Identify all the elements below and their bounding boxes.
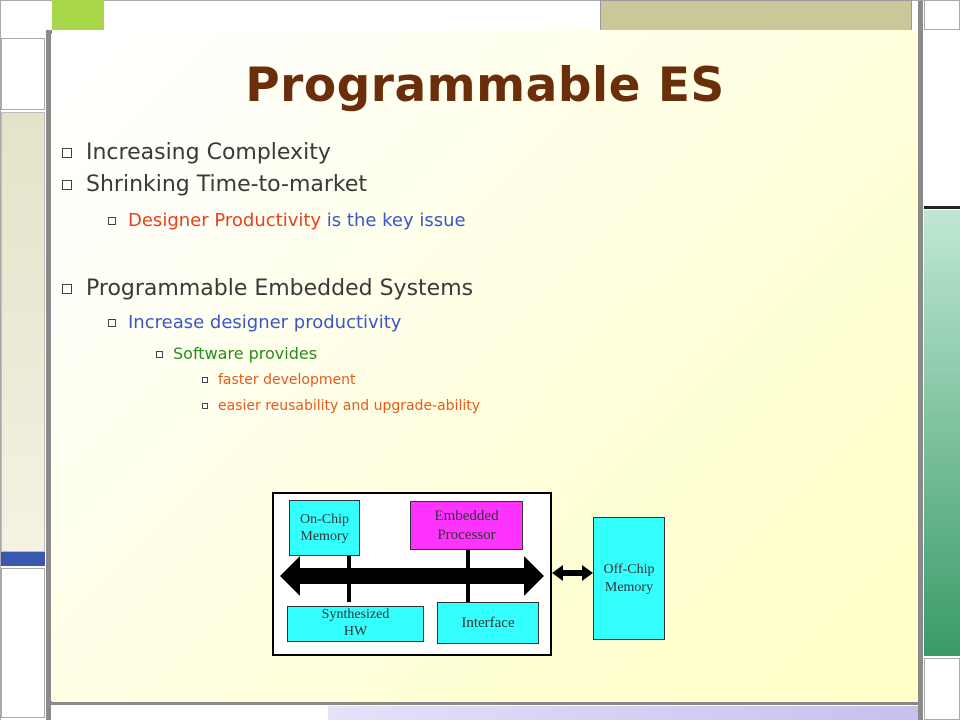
frame-left-vertical-line bbox=[46, 30, 51, 720]
bullet-square-icon bbox=[62, 284, 72, 294]
bullet-square-icon bbox=[202, 403, 208, 409]
frame-left-white-box bbox=[1, 38, 45, 110]
frame-bottom-lavender-panel bbox=[328, 706, 918, 720]
bullet-square-icon bbox=[108, 217, 116, 225]
frame-left-bottom-box bbox=[1, 568, 45, 718]
bullet-square-icon bbox=[62, 148, 72, 158]
bullet-square-icon bbox=[108, 319, 116, 327]
bullet-square-icon bbox=[62, 180, 72, 190]
system-bus-arrow bbox=[280, 556, 544, 596]
frame-left-gradient-panel bbox=[1, 112, 45, 552]
external-link-arrow bbox=[552, 565, 593, 581]
bullet-software-provides: Software provides bbox=[156, 344, 317, 363]
bullet-increasing-complexity: Increasing Complexity bbox=[62, 140, 331, 165]
bullet-shrinking-time: Shrinking Time-to-market bbox=[62, 172, 367, 197]
frame-top-right-box bbox=[924, 0, 960, 30]
frame-right-bottom-box bbox=[924, 658, 960, 720]
frame-left-thin-col bbox=[0, 0, 1, 720]
interface-block: Interface bbox=[437, 602, 539, 644]
frame-right-vertical-line bbox=[918, 0, 923, 720]
bullet-increase-productivity: Increase designer productivity bbox=[108, 312, 401, 333]
bullet-programmable-es: Programmable Embedded Systems bbox=[62, 276, 473, 301]
frame-right-teal-panel bbox=[924, 210, 960, 656]
bullet-square-icon bbox=[202, 377, 208, 383]
slide-title: Programmable ES bbox=[245, 58, 725, 113]
bullet-square-icon bbox=[156, 351, 163, 358]
frame-bottom-line bbox=[46, 701, 923, 705]
bullet-easier-reusability: easier reusability and upgrade-ability bbox=[202, 398, 480, 414]
frame-top-thin-line bbox=[0, 0, 960, 1]
bullet-faster-development: faster development bbox=[202, 372, 355, 388]
frame-right-dark-line bbox=[924, 206, 960, 209]
bullet-designer-productivity: Designer Productivity is the key issue bbox=[108, 210, 466, 231]
frame-left-blue-block bbox=[1, 552, 45, 566]
